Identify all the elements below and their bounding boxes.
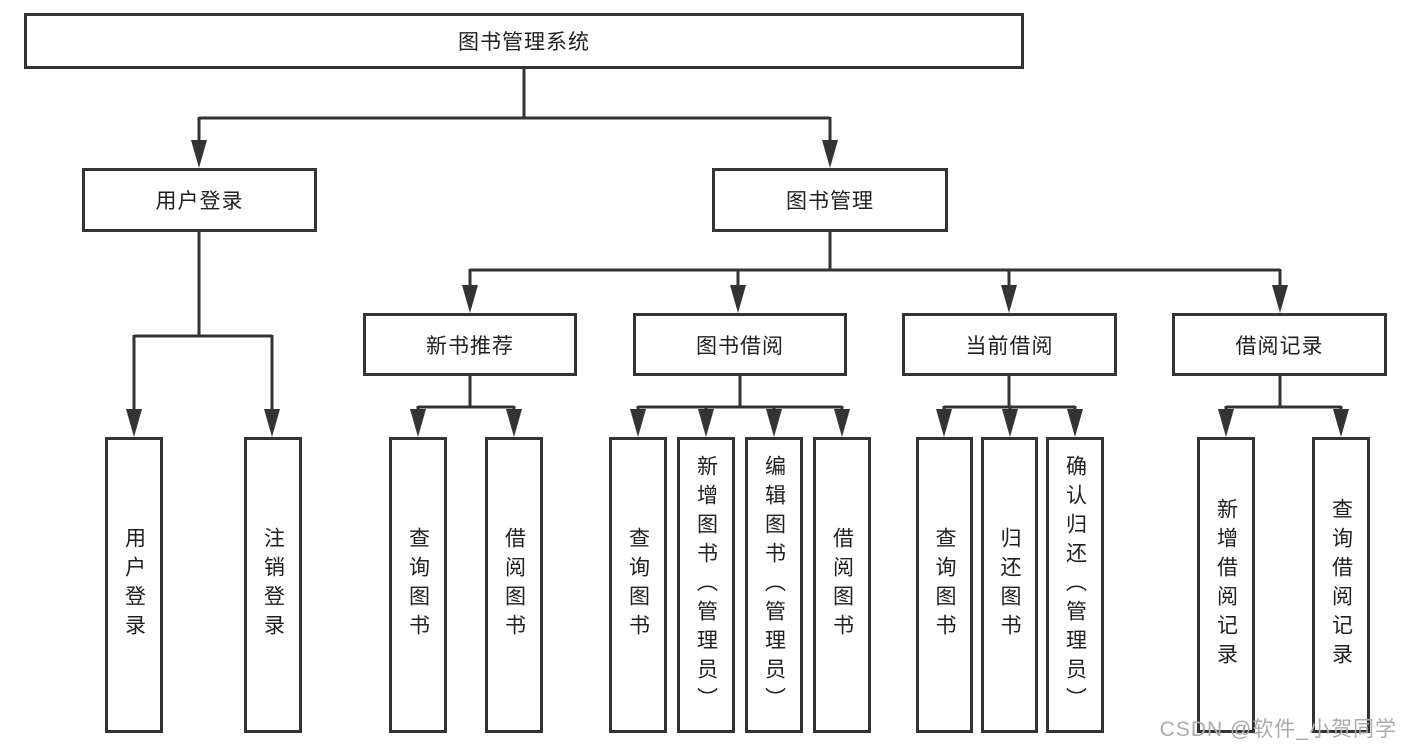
arrow-down-icon	[630, 409, 646, 437]
arrow-down-icon	[834, 409, 850, 437]
node-borrow-query-book: 查询图书	[609, 437, 667, 733]
node-user-login-module: 用户登录	[82, 168, 317, 232]
arrow-down-icon	[191, 140, 207, 168]
node-root-system: 图书管理系统	[24, 13, 1024, 69]
watermark: CSDN @软件_小贺同学	[1159, 718, 1397, 741]
arrow-down-icon	[264, 409, 280, 437]
node-confirm-return-admin: 确认归还（管理员）	[1046, 437, 1104, 733]
node-add-borrow-record: 新增借阅记录	[1197, 437, 1255, 733]
arrow-down-icon	[1001, 285, 1017, 313]
arrow-down-icon	[822, 140, 838, 168]
node-recommend-borrow-book: 借阅图书	[485, 437, 543, 733]
arrow-down-icon	[1218, 409, 1234, 437]
arrow-down-icon	[730, 285, 746, 313]
node-current-borrow: 当前借阅	[902, 313, 1117, 376]
node-book-management-module: 图书管理	[712, 168, 948, 232]
node-new-book-recommend: 新书推荐	[363, 313, 577, 376]
node-current-query-book: 查询图书	[916, 437, 973, 733]
node-add-book-admin: 新增图书（管理员）	[677, 437, 735, 733]
arrow-down-icon	[766, 409, 782, 437]
arrow-down-icon	[410, 409, 426, 437]
node-logout-action: 注销登录	[244, 437, 302, 733]
arrow-down-icon	[698, 409, 714, 437]
node-user-login-action: 用户登录	[105, 437, 163, 733]
arrow-down-icon	[462, 285, 478, 313]
arrow-down-icon	[506, 409, 522, 437]
node-recommend-query-book: 查询图书	[389, 437, 447, 733]
node-borrow-book-action: 借阅图书	[813, 437, 871, 733]
arrow-down-icon	[1067, 409, 1083, 437]
arrowhead-icons	[126, 140, 1349, 437]
node-borrow-records: 借阅记录	[1172, 313, 1387, 376]
node-return-book: 归还图书	[981, 437, 1038, 733]
node-edit-book-admin: 编辑图书（管理员）	[745, 437, 803, 733]
node-query-borrow-record: 查询借阅记录	[1312, 437, 1370, 733]
arrow-down-icon	[1333, 409, 1349, 437]
arrow-down-icon	[126, 409, 142, 437]
node-book-borrow: 图书借阅	[633, 313, 847, 376]
arrow-down-icon	[936, 409, 952, 437]
arrow-down-icon	[1002, 409, 1018, 437]
arrow-down-icon	[1272, 285, 1288, 313]
